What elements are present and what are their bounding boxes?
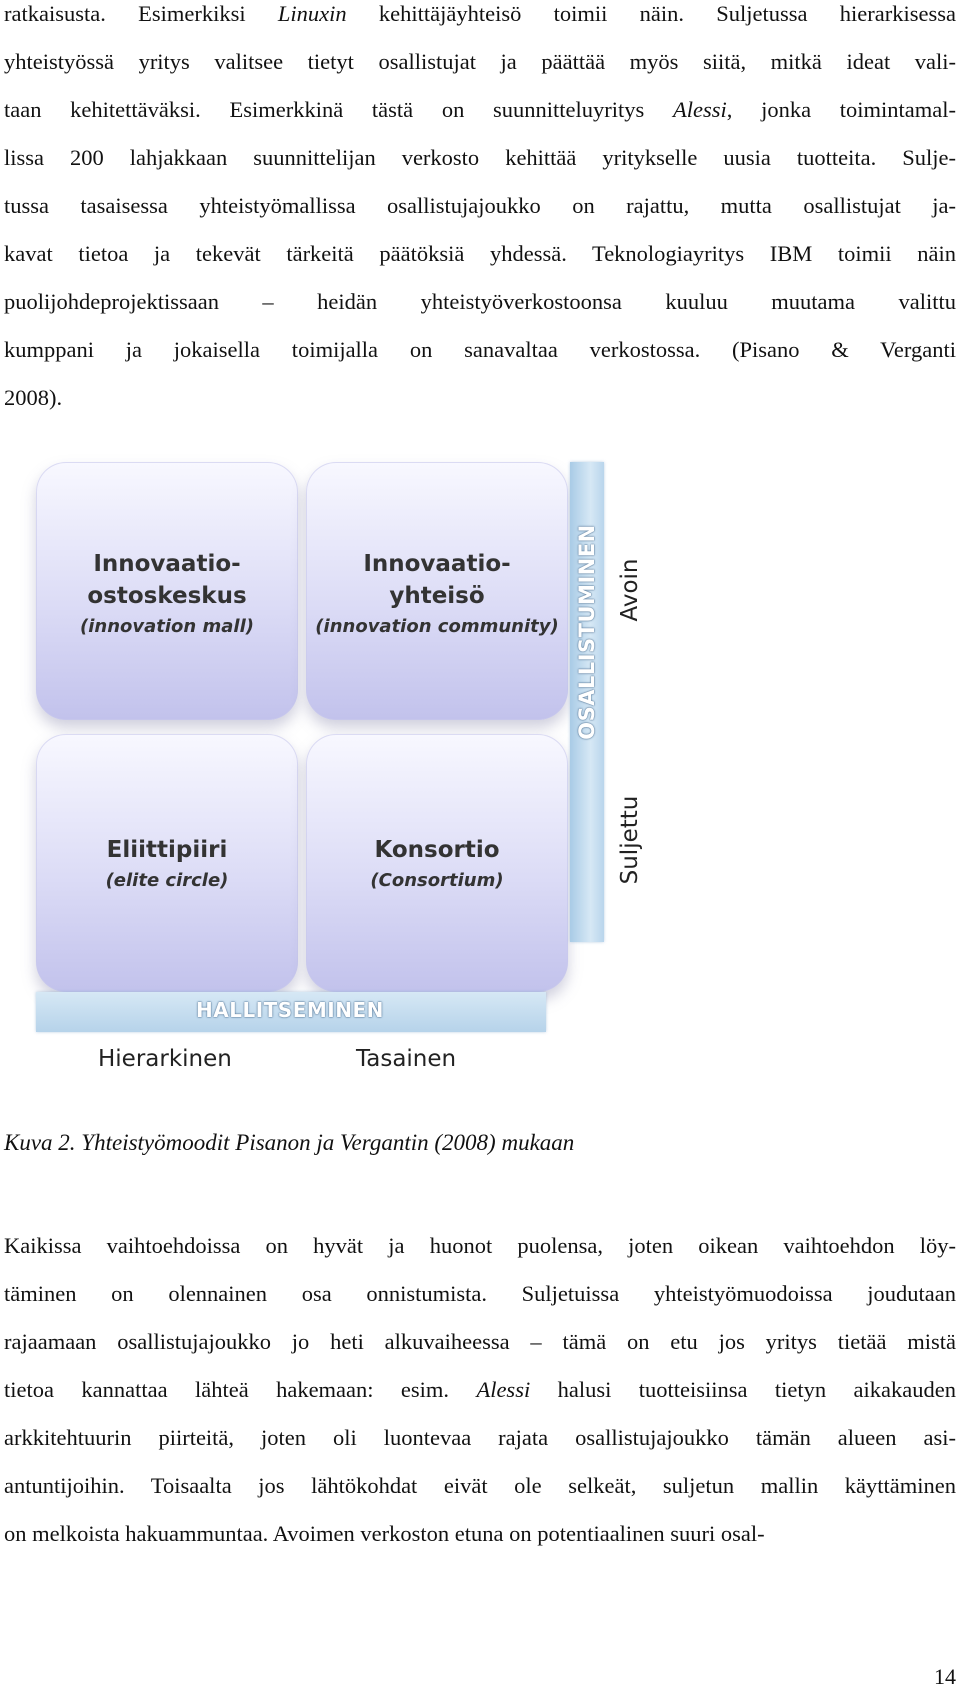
- text-line: puolijohdeprojektissaan – heidän yhteist…: [4, 289, 956, 314]
- text-line: arkkitehtuurin piirteitä, joten oli luon…: [4, 1425, 956, 1450]
- participation-axis-label: OSALLISTUMINEN: [575, 524, 599, 740]
- italic-term: Linuxin: [277, 1, 347, 26]
- quadrant-title-line-1: Innovaatio-: [363, 551, 511, 577]
- text-line: yhteistyössä yritys valitsee tietyt osal…: [4, 49, 956, 74]
- text-line: 2008).: [4, 385, 63, 410]
- body-paragraph-2: Kaikissa vaihtoehdoissa on hyvät ja huon…: [4, 1222, 956, 1558]
- collaboration-modes-diagram: Innovaatio- ostoskeskus (innovation mall…: [30, 458, 643, 1083]
- axis-label-closed: Suljettu: [617, 795, 643, 885]
- axis-label-hierarchical: Hierarkinen: [98, 1046, 232, 1072]
- italic-term: Alessi: [673, 97, 727, 122]
- quadrant-subtitle: (elite circle): [105, 870, 229, 891]
- quadrant-subtitle: (innovation community): [315, 616, 559, 637]
- figure-caption: Kuva 2. Yhteistyömoodit Pisanon ja Verga…: [4, 1130, 575, 1155]
- text-line: ratkaisusta. Esimerkiksi Linuxin kehittä…: [4, 1, 956, 26]
- body-paragraph-1: ratkaisusta. Esimerkiksi Linuxin kehittä…: [4, 0, 956, 422]
- text-line: rajaamaan osallistujajoukko jo heti alku…: [4, 1329, 956, 1354]
- text-line: antuntijoihin. Toisaalta jos lähtökohdat…: [4, 1473, 956, 1498]
- text-line: tussa tasaisessa yhteistyömallissa osall…: [4, 193, 956, 218]
- quadrant-title-line-2: ostoskeskus: [87, 583, 247, 609]
- quadrant-subtitle: (Consortium): [370, 870, 504, 891]
- italic-term: Alessi: [476, 1377, 531, 1402]
- quadrant-innovation-mall: Innovaatio- ostoskeskus (innovation mall…: [36, 462, 298, 720]
- text-line: taan kehitettäväksi. Esimerkkinä tästä o…: [4, 97, 956, 122]
- text-line: on melkoista hakuammuntaa. Avoimen verko…: [4, 1521, 765, 1546]
- quadrant-consortium: Konsortio (Consortium): [306, 734, 568, 992]
- axis-label-flat: Tasainen: [356, 1046, 457, 1072]
- quadrant-innovation-community: Innovaatio- yhteisö (innovation communit…: [306, 462, 568, 720]
- governance-axis-label: HALLITSEMINEN: [196, 998, 384, 1022]
- quadrant-title-line-1: Innovaatio-: [93, 551, 241, 577]
- governance-axis-bar: HALLITSEMINEN: [36, 992, 546, 1032]
- text-line: tietoa kannattaa lähteä hakemaan: esim. …: [4, 1377, 956, 1402]
- quadrant-title-line-1: Konsortio: [374, 837, 500, 863]
- quadrant-elite-circle: Eliittipiiri (elite circle): [36, 734, 298, 992]
- quadrant-subtitle: (innovation mall): [80, 616, 254, 637]
- quadrant-title-line-2: yhteisö: [389, 583, 485, 609]
- participation-axis-bar: OSALLISTUMINEN: [570, 462, 604, 942]
- text-line: kavat tietoa ja tekevät tärkeitä päätöks…: [4, 241, 956, 266]
- text-line: kumppani ja jokaisella toimijalla on san…: [4, 337, 956, 362]
- text-line: lissa 200 lahjakkaan suunnittelijan verk…: [4, 145, 956, 170]
- quadrant-title-line-1: Eliittipiiri: [106, 837, 228, 863]
- axis-label-open: Avoin: [617, 558, 643, 622]
- text-line: Kaikissa vaihtoehdoissa on hyvät ja huon…: [4, 1233, 956, 1258]
- text-line: täminen on olennainen osa onnistumista. …: [4, 1281, 956, 1306]
- page-number: 14: [934, 1664, 956, 1689]
